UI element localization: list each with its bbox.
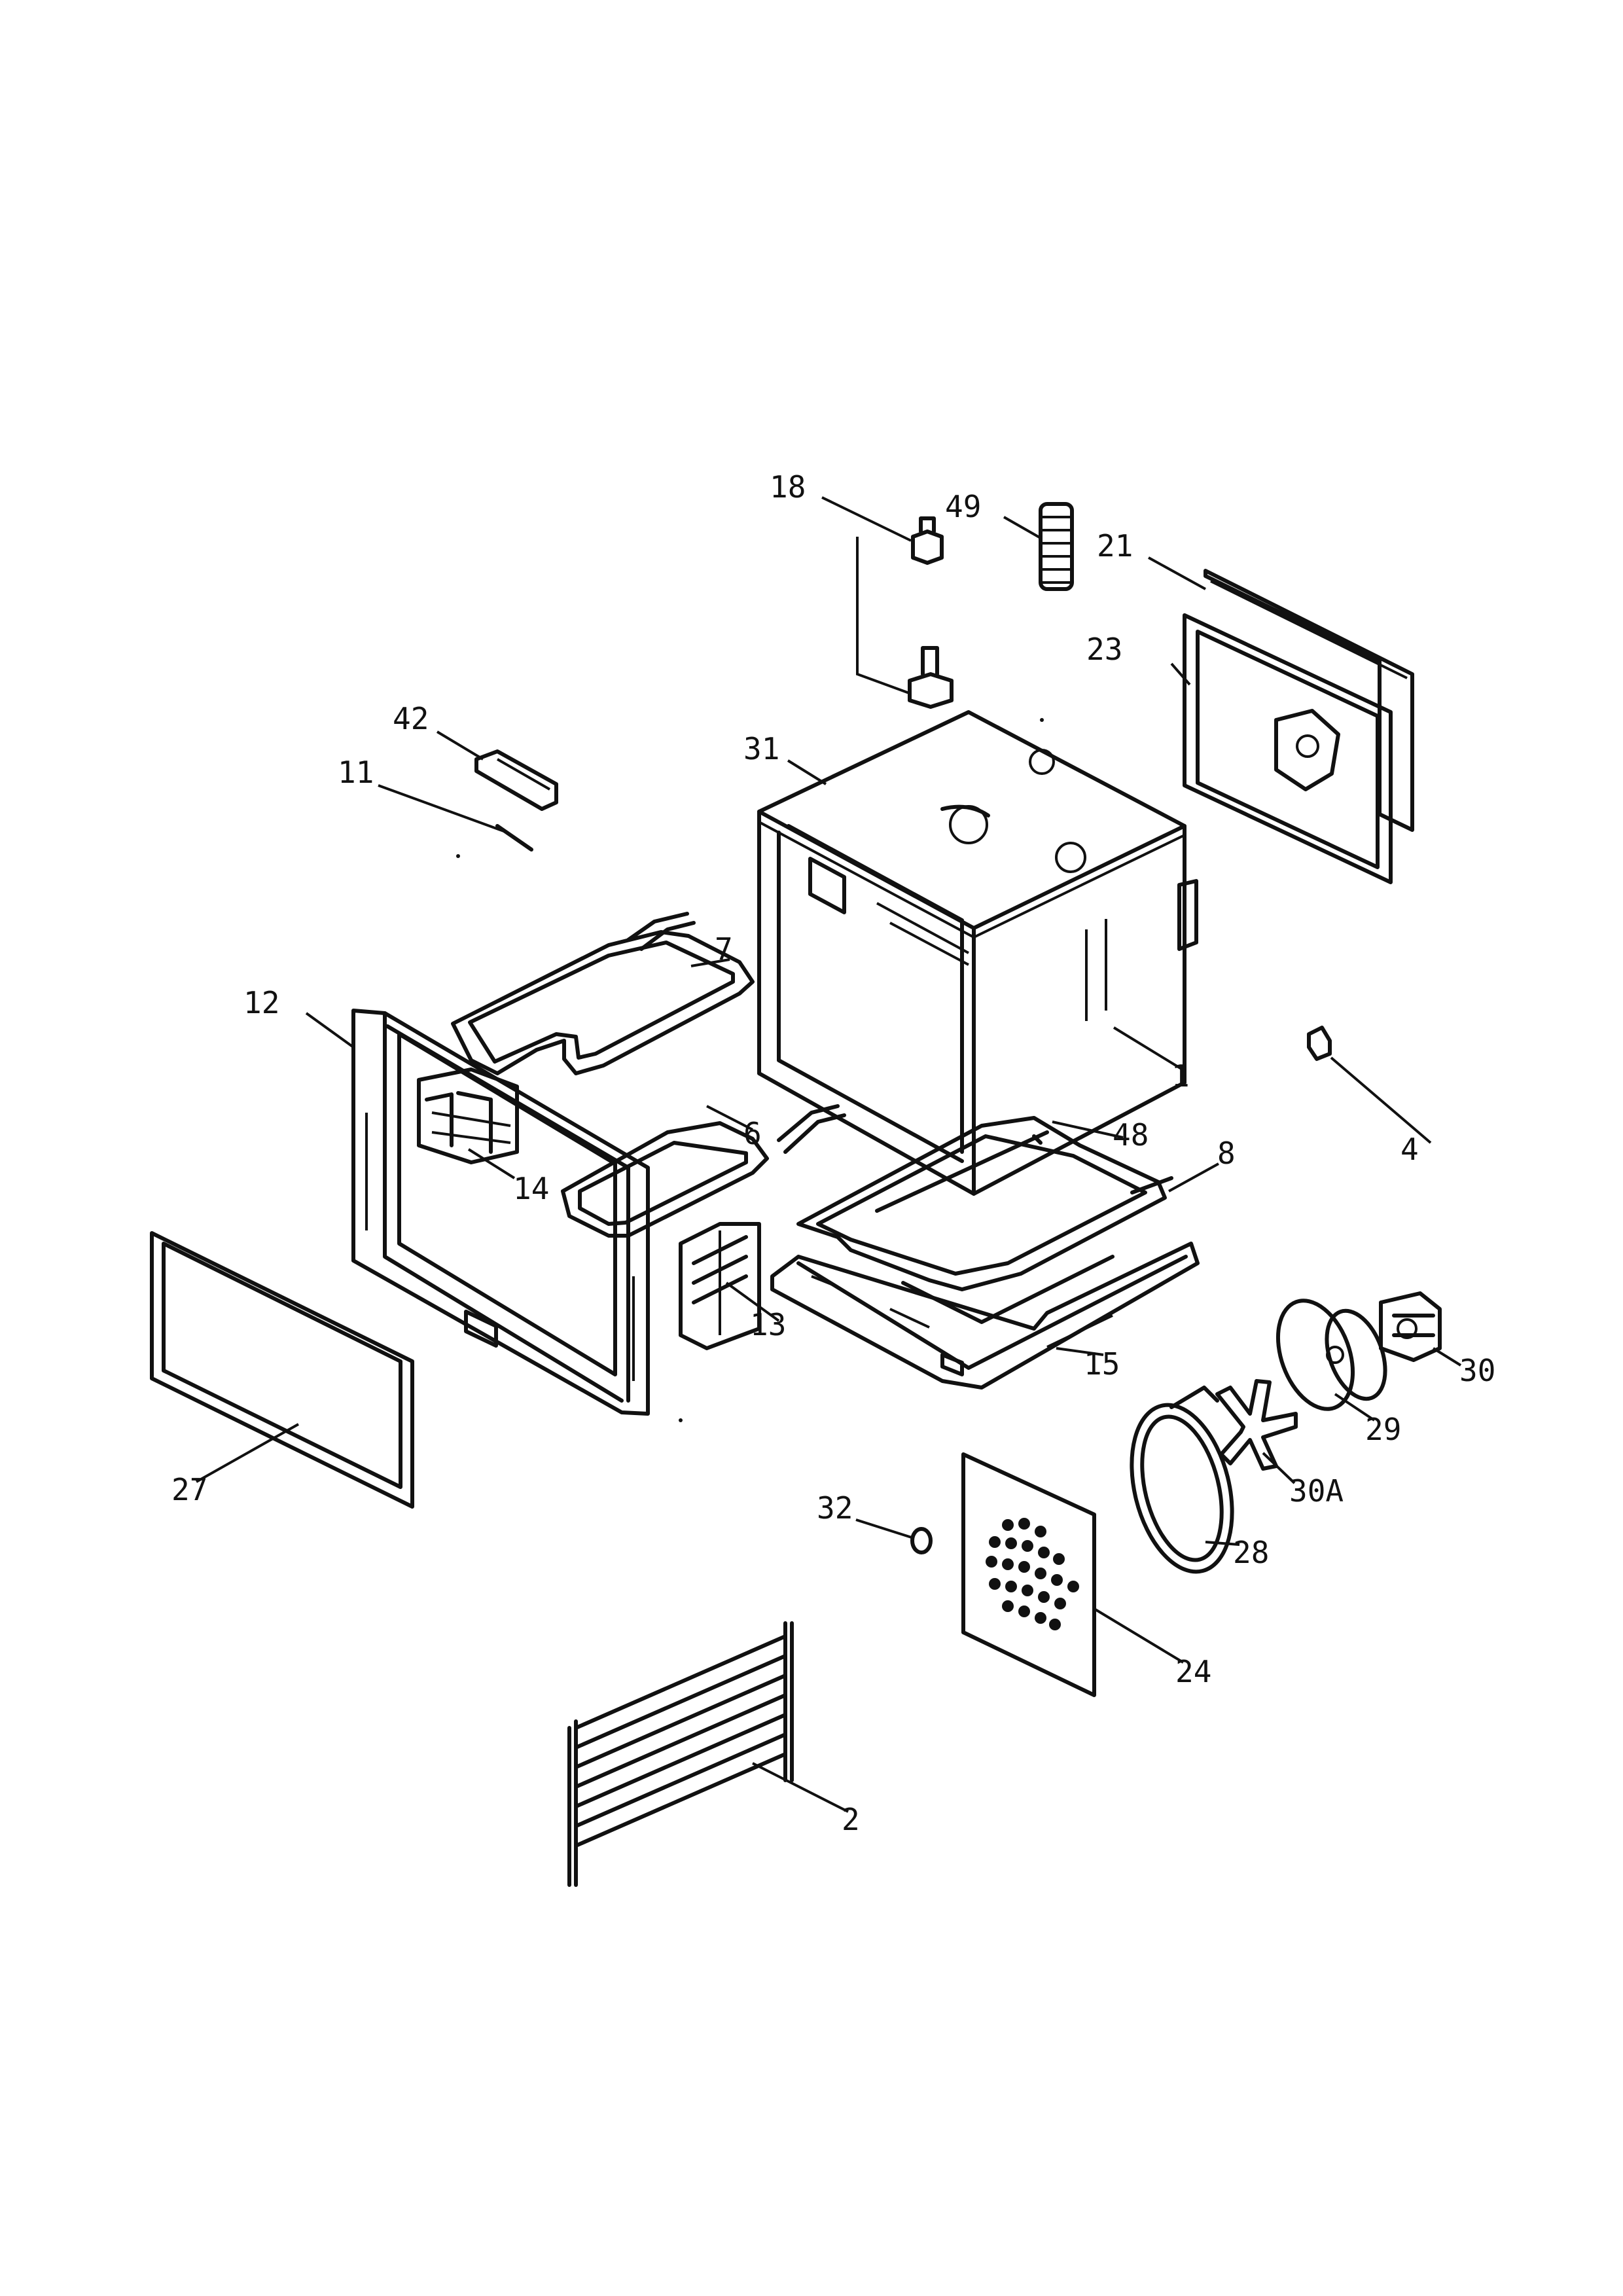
part-21-back-panel <box>1204 569 1414 832</box>
callout-4: 4 <box>1400 1132 1419 1167</box>
part-42-bracket <box>474 749 558 811</box>
callout-42: 42 <box>393 701 429 736</box>
callout-30: 30 <box>1459 1353 1495 1388</box>
callout-8: 8 <box>1217 1136 1236 1171</box>
callout-32: 32 <box>817 1490 853 1526</box>
callout-29: 29 <box>1365 1412 1401 1447</box>
part-49-spring <box>1039 502 1074 591</box>
part-29-motor-plate <box>1275 1299 1387 1411</box>
part-8-bottom-element <box>796 1116 1173 1291</box>
part-15-bottom-plate <box>770 1242 1200 1390</box>
part-32-washer <box>910 1527 933 1554</box>
callout-27: 27 <box>171 1472 207 1507</box>
callout-12: 12 <box>243 985 279 1020</box>
part-7-grill-element <box>451 912 755 1075</box>
callout-13: 13 <box>750 1307 786 1342</box>
callout-labels: 18 49 21 23 42 11 31 7 12 1 6 48 14 8 4 … <box>171 469 1495 1837</box>
callout-1: 1 <box>1171 1058 1190 1094</box>
part-12-front-frame <box>351 1009 683 1422</box>
callout-49: 49 <box>945 489 981 524</box>
part-11-rod <box>456 824 533 858</box>
callout-15: 15 <box>1084 1346 1120 1382</box>
callout-21: 21 <box>1097 528 1133 564</box>
part-24-fan-cover <box>961 1452 1096 1697</box>
callout-18: 18 <box>770 469 806 505</box>
callout-2: 2 <box>842 1802 860 1837</box>
part-6-lower-element <box>561 1104 846 1238</box>
part-23-rear-frame <box>1183 613 1393 884</box>
part-27-door-glass <box>150 1231 414 1509</box>
part-4-clip <box>1307 1026 1332 1061</box>
callout-14: 14 <box>513 1171 549 1206</box>
part-13-right-support <box>679 1222 761 1350</box>
part-2-side-rack <box>567 1621 794 1887</box>
callout-6: 6 <box>743 1116 762 1151</box>
callout-23: 23 <box>1086 632 1122 667</box>
callout-31: 31 <box>743 731 779 766</box>
leader-lines <box>196 496 1462 1813</box>
part-28-circular-element <box>1130 1386 1234 1574</box>
callout-30a: 30A <box>1289 1473 1344 1509</box>
callout-11: 11 <box>338 755 374 790</box>
callout-24: 24 <box>1175 1654 1211 1689</box>
callout-7: 7 <box>715 931 733 967</box>
part-18-bulb-holder <box>908 516 954 709</box>
callout-28: 28 <box>1233 1535 1269 1570</box>
part-30a-fan-blade <box>1215 1379 1298 1471</box>
part-1-oven-cavity <box>757 710 1198 1196</box>
part-14-left-support <box>417 1067 519 1164</box>
part-30-fan-motor <box>1379 1291 1442 1362</box>
callout-48: 48 <box>1113 1117 1149 1153</box>
